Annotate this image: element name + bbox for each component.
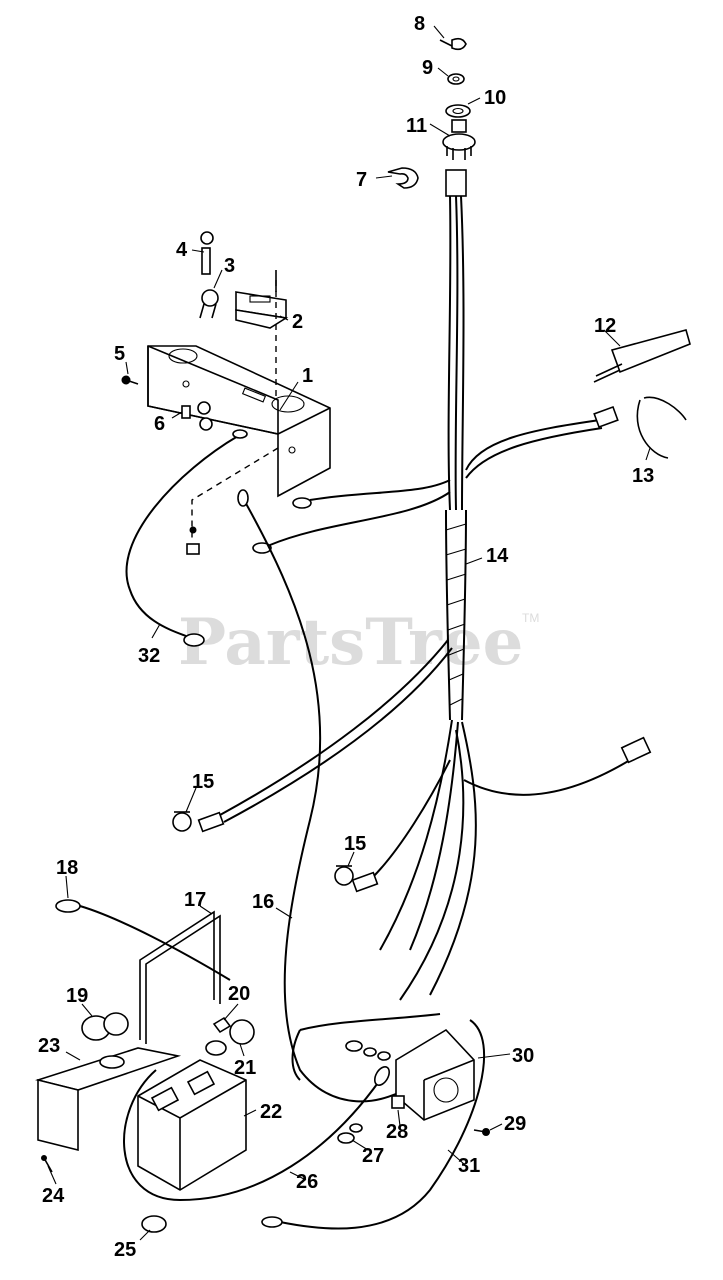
terminal-lugs-part xyxy=(291,1013,441,1081)
leader-lines xyxy=(47,25,651,1241)
callout-23: 23 xyxy=(38,1035,60,1057)
sender-switch-part xyxy=(172,811,225,833)
callout-21: 21 xyxy=(234,1057,256,1079)
callout-2: 2 xyxy=(292,311,303,333)
trademark-mark: TM xyxy=(522,611,539,625)
battery-part xyxy=(137,1059,247,1191)
key-part xyxy=(439,37,467,51)
callout-28: 28 xyxy=(386,1121,408,1143)
wire-connector-part xyxy=(593,329,691,383)
hold-down-rod-part xyxy=(139,910,221,1044)
callout-5: 5 xyxy=(114,343,125,365)
callout-30: 30 xyxy=(512,1045,534,1067)
callout-16: 16 xyxy=(252,891,274,913)
ground-cable-part xyxy=(125,429,248,647)
main-harness xyxy=(219,169,652,1001)
fuse-part xyxy=(181,401,213,431)
callout-15a: 15 xyxy=(192,771,214,793)
ignition-switch-part xyxy=(442,119,476,160)
cap-part xyxy=(141,1215,167,1233)
battery-cable-part xyxy=(55,899,231,981)
callout-10: 10 xyxy=(484,87,506,109)
clip-part xyxy=(387,167,419,189)
nut-part xyxy=(447,73,465,85)
callout-1: 1 xyxy=(302,365,313,387)
callout-13: 13 xyxy=(632,465,654,487)
long-wire-part xyxy=(237,489,421,1103)
screw-part xyxy=(121,375,139,385)
callout-12: 12 xyxy=(594,315,616,337)
mounting-bracket-part xyxy=(147,345,331,498)
nut-small-part xyxy=(186,526,200,555)
bolt-part xyxy=(41,1155,53,1173)
lock-washer-part xyxy=(445,104,471,118)
starter-cable-part xyxy=(261,1019,486,1230)
callout-31: 31 xyxy=(458,1155,480,1177)
cable-strap-part xyxy=(636,396,687,459)
callout-15b: 15 xyxy=(344,833,366,855)
callout-6: 6 xyxy=(154,413,165,435)
callout-26: 26 xyxy=(296,1171,318,1193)
sender-switch-part-2 xyxy=(334,865,379,893)
battery-cable-part-2 xyxy=(123,1066,391,1202)
callout-22: 22 xyxy=(260,1101,282,1123)
callout-11: 11 xyxy=(406,115,427,137)
callout-14: 14 xyxy=(486,545,509,567)
callout-9: 9 xyxy=(422,57,433,79)
callout-3: 3 xyxy=(224,255,235,277)
callout-25: 25 xyxy=(114,1239,136,1261)
callout-17: 17 xyxy=(184,889,206,911)
terminal-part xyxy=(212,1016,232,1034)
callout-27: 27 xyxy=(362,1145,384,1167)
watermark-text: PartsTree xyxy=(178,605,523,680)
callout-8: 8 xyxy=(414,13,425,35)
callout-29: 29 xyxy=(504,1113,526,1135)
callout-18: 18 xyxy=(56,857,78,879)
callout-20: 20 xyxy=(228,983,250,1005)
lug-part xyxy=(337,1123,363,1144)
pin-part xyxy=(200,231,214,275)
switch-part xyxy=(235,270,289,329)
callout-32: 32 xyxy=(138,645,160,667)
terminal-boot-part-2 xyxy=(205,1019,255,1056)
callout-labels: 1 2 3 4 5 6 7 8 9 10 11 12 13 14 15 15 1… xyxy=(38,13,654,1261)
callout-7: 7 xyxy=(356,169,367,191)
terminal-boot-part xyxy=(81,1012,129,1041)
callout-19: 19 xyxy=(66,985,88,1007)
callout-24: 24 xyxy=(42,1185,65,1207)
screw-part-2 xyxy=(473,1128,490,1136)
indicator-light-part xyxy=(199,289,219,319)
solenoid-part xyxy=(395,1028,475,1121)
battery-tray-part xyxy=(35,1047,182,1152)
nut-part-2 xyxy=(391,1095,405,1109)
callout-4: 4 xyxy=(176,239,188,261)
